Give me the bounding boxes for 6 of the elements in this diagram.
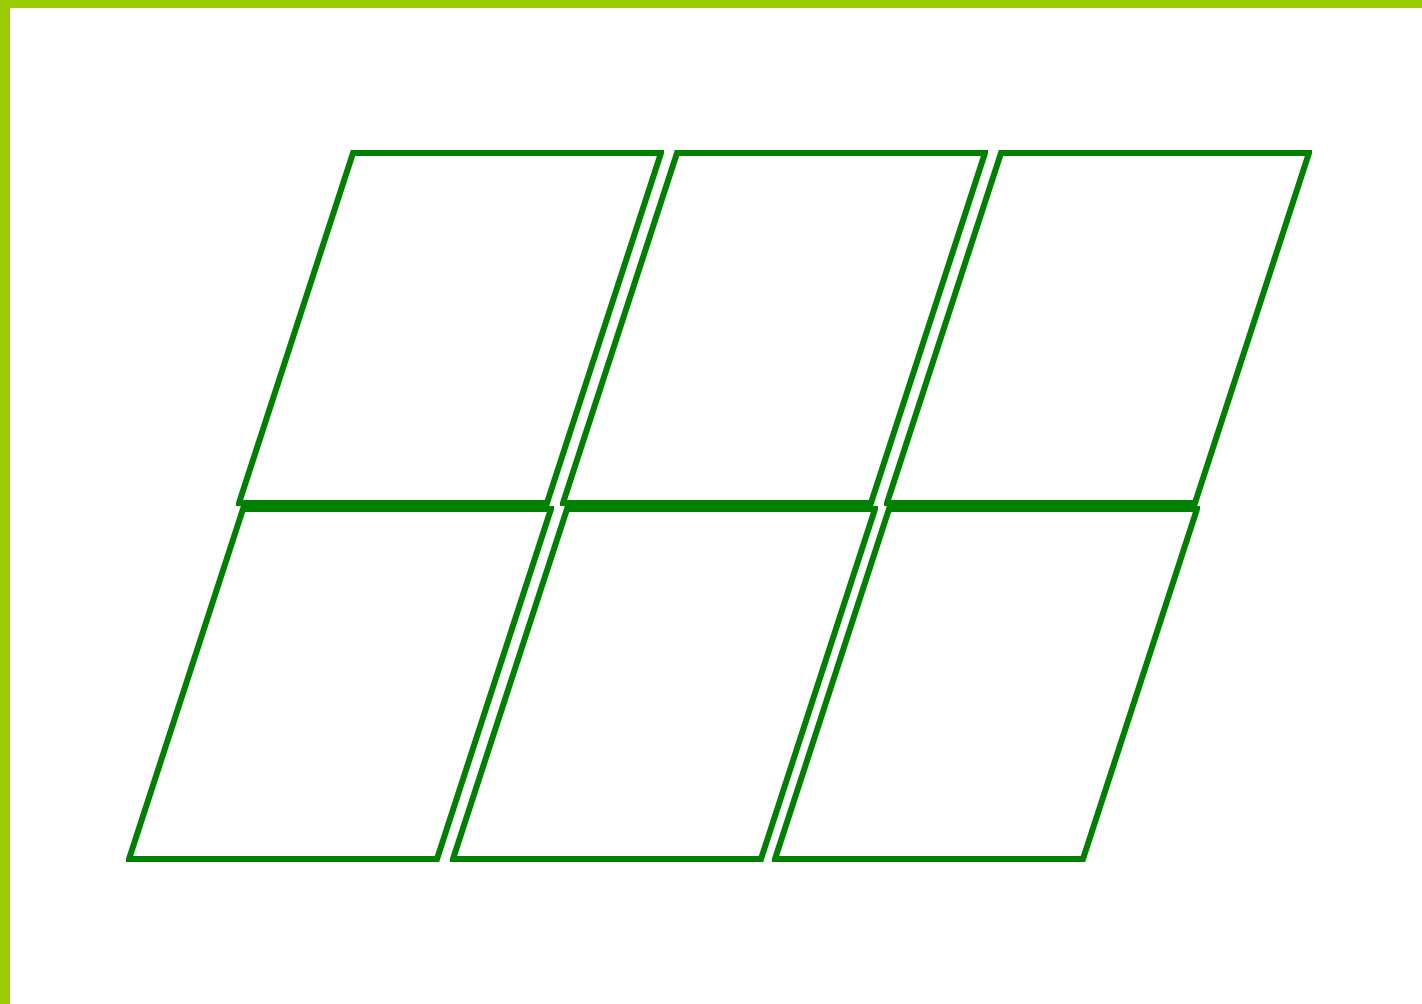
parallelogram-shape bbox=[560, 150, 988, 506]
parallelogram-shape bbox=[236, 150, 664, 506]
parallelogram-shape bbox=[450, 506, 878, 862]
parallelogram-shape bbox=[884, 150, 1312, 506]
parallelogram-shape bbox=[772, 506, 1200, 862]
parallelogram-shape bbox=[126, 506, 554, 862]
